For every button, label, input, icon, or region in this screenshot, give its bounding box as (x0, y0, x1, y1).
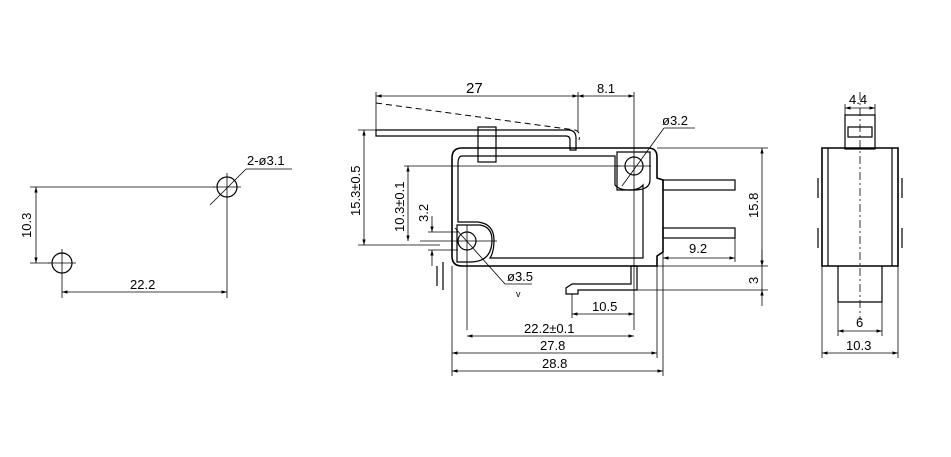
body-length: 27.8 (540, 338, 565, 353)
plunger (477, 126, 497, 163)
plunger-width: 4.4 (849, 92, 867, 107)
lever-length: 27 (466, 80, 483, 97)
hole-to-base: 3.2 (416, 204, 431, 222)
overall-length: 28.8 (542, 356, 567, 371)
section-mark: v (516, 289, 521, 299)
hole-horizontal-spacing: 22.2 (130, 277, 155, 292)
top-hole-diameter: ø3.2 (662, 113, 688, 128)
hole-label: 2-ø3.1 (247, 153, 285, 168)
body-width: 10.3 (846, 338, 871, 353)
switch-body-inner (457, 155, 644, 259)
side-view: 4.4 6 10.3 (817, 92, 903, 358)
lever-free-position (375, 102, 580, 141)
terminal-width: 10.5 (592, 299, 617, 314)
hole-pattern-view: 2-ø3.1 10.3 22.2 (19, 153, 292, 298)
base-width: 6 (856, 315, 863, 330)
bottom-hole-diameter: ø3.5 (507, 269, 533, 284)
hole-vertical-spacing-front: 10.3±0.1 (392, 181, 407, 232)
body-height: 15.8 (746, 193, 761, 218)
terminal-offset: 3 (746, 277, 761, 284)
terminal-length: 9.2 (689, 241, 707, 256)
hole-vertical-spacing: 10.3 (19, 213, 34, 238)
terminal-top (662, 179, 736, 191)
front-view: 27 8.1 ø3.2 ø3.5 v 15.3±0.5 10.3±0.1 3.2… (348, 80, 768, 376)
lever-arm (375, 129, 577, 151)
terminal-bottom (565, 265, 638, 295)
terminal-middle (662, 227, 736, 239)
switch-body-outline (451, 147, 664, 267)
lever-height: 15.3±0.5 (348, 165, 363, 216)
lever-offset: 8.1 (597, 81, 615, 96)
hole-horizontal-spacing-front: 22.2±0.1 (524, 321, 575, 336)
